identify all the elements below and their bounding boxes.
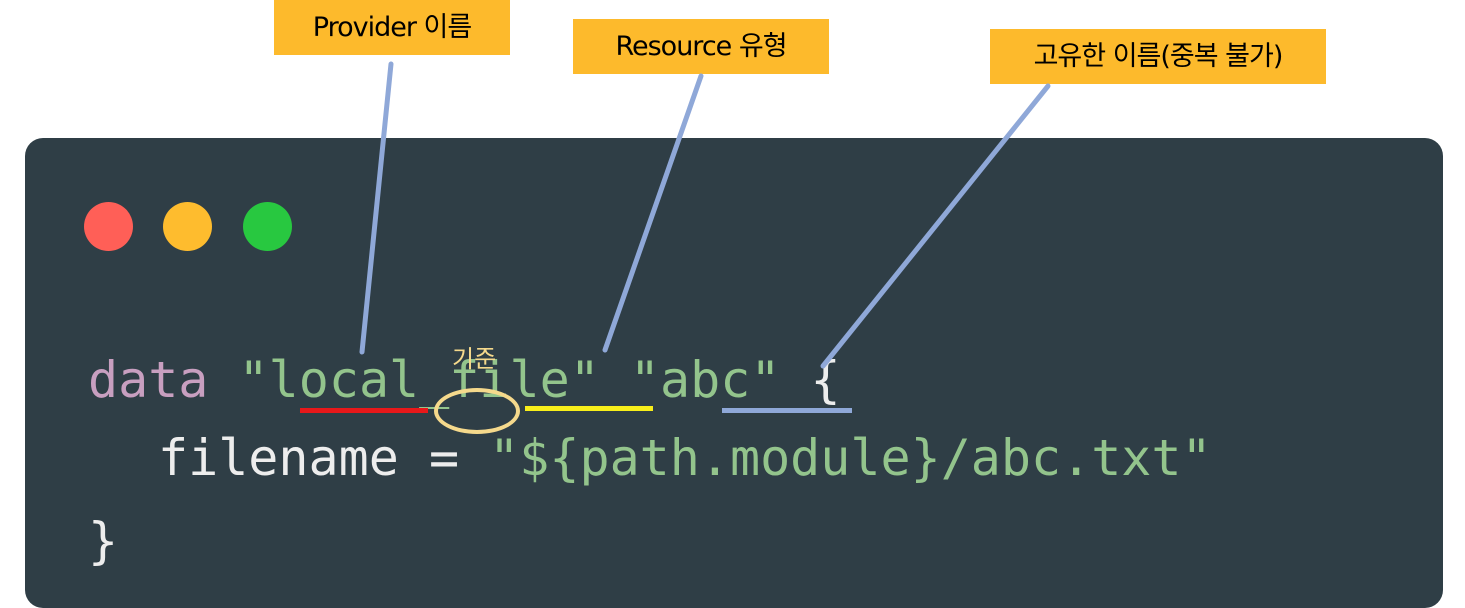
provider-name-label: Provider 이름 <box>274 0 510 55</box>
separator-circle <box>434 388 520 434</box>
open-quote-2: " <box>629 351 661 409</box>
unique-name-label: 고유한 이름(중복 불가) <box>990 29 1326 84</box>
provider-underline <box>300 408 428 413</box>
equals-sign: = <box>428 429 460 487</box>
code-line-2: filename = "${path.module}/abc.txt" <box>158 433 1212 483</box>
name-underline <box>722 408 852 413</box>
data-keyword: data <box>88 351 209 409</box>
open-brace: { <box>810 351 841 409</box>
filename-value: "${path.module}/abc.txt" <box>489 429 1212 487</box>
name-token: abc <box>660 351 751 409</box>
code-line-1: data "local_file" "abc" { <box>88 355 841 405</box>
close-quote-2: " <box>750 351 781 409</box>
separator-label: 기준 <box>452 345 497 373</box>
close-quote: " <box>569 351 600 409</box>
provider-token: local <box>268 351 420 409</box>
maximize-dot-icon <box>243 202 292 251</box>
close-brace: } <box>88 512 119 570</box>
open-quote: " <box>238 351 269 409</box>
code-line-3: } <box>88 516 118 566</box>
code-window <box>25 138 1443 608</box>
minimize-dot-icon <box>163 202 212 251</box>
close-dot-icon <box>84 202 133 251</box>
resource-type-label: Resource 유형 <box>573 19 829 74</box>
filename-attribute: filename <box>158 429 399 487</box>
resource-underline <box>525 406 653 411</box>
